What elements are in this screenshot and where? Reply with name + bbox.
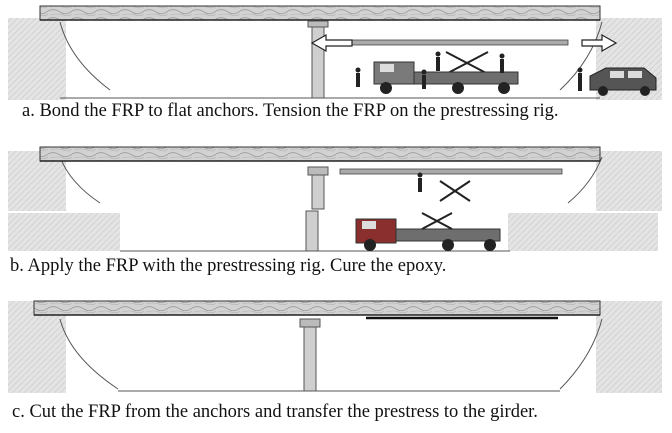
prestressing-rig [445,51,489,75]
prestressing-rig [439,180,471,202]
pier-cap [307,20,329,28]
pier [311,174,325,210]
left-abutment [8,301,66,393]
panel-c [0,297,672,399]
right-abutment-lower [508,213,658,251]
pier-cap [299,318,321,328]
left-abutment-lower [8,213,120,251]
panel-b [0,143,672,255]
truck [355,212,501,251]
worker [417,172,423,192]
suv [589,67,657,96]
worker [355,51,583,91]
caption-c: c. Cut the FRP from the anchors and tran… [12,402,538,422]
pier [311,23,325,99]
caption-a: a. Bond the FRP to flat anchors. Tension… [22,101,559,121]
bridge-deck [39,146,601,162]
truck [373,61,519,94]
panel-a [0,0,672,100]
frp-strip [339,168,563,175]
pier-lower [305,210,319,252]
pier-cap [307,166,329,176]
frp-strip [339,39,569,46]
tension-arrow-right [581,33,618,53]
right-abutment [596,151,662,211]
bridge-deck [33,300,601,316]
bridge-deck [39,5,601,21]
tension-arrow-left [310,33,353,53]
caption-b: b. Apply the FRP with the prestressing r… [10,256,447,276]
right-abutment [596,301,662,393]
pier [303,326,317,392]
left-abutment [8,18,66,100]
